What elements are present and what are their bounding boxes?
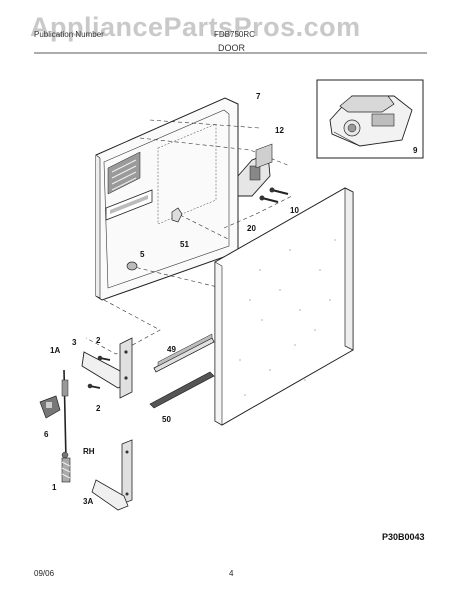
callout-10: 10 — [290, 206, 299, 215]
callout-7: 7 — [256, 92, 261, 101]
gasket-50 — [149, 371, 215, 409]
callout-1A: 1A — [50, 346, 61, 355]
footer-page-number: 4 — [229, 569, 234, 578]
callout-5: 5 — [140, 250, 145, 259]
trim-strip-49 — [153, 333, 215, 373]
screws-2 — [87, 355, 111, 389]
callout-3: 3 — [72, 338, 77, 347]
callout-1: 1 — [52, 483, 57, 492]
door-latch — [237, 143, 273, 197]
plug-5 — [126, 261, 138, 271]
watermark-logo: AppliancePartsPros.com — [30, 12, 361, 42]
callout-50: 50 — [162, 415, 171, 424]
callout-2-lower: 2 — [96, 404, 101, 413]
screws-10 — [259, 187, 289, 203]
cable-1A — [61, 369, 69, 461]
dispenser-inset — [316, 79, 424, 159]
diagram-code: P30B0043 — [382, 532, 425, 542]
callout-49: 49 — [167, 345, 176, 354]
callout-RH: RH — [83, 447, 95, 456]
bracket-6 — [39, 395, 61, 419]
section-title: DOOR — [218, 43, 245, 53]
callout-12: 12 — [275, 126, 284, 135]
callout-3A: 3A — [83, 497, 94, 506]
callout-51: 51 — [180, 240, 189, 249]
callout-20: 20 — [247, 224, 256, 233]
callout-6: 6 — [44, 430, 49, 439]
clip-51 — [171, 207, 183, 223]
footer-date: 09/06 — [34, 569, 55, 578]
outer-door-panel — [214, 187, 354, 426]
model-label: FDB750RC — [214, 30, 255, 39]
callout-2-upper: 2 — [96, 336, 101, 345]
alignment-lines — [85, 119, 293, 355]
callout-9: 9 — [413, 146, 418, 155]
rh-hinge-3A — [91, 439, 133, 511]
hinge-arm-3 — [81, 337, 133, 399]
spring-1 — [61, 457, 71, 483]
publication-label: Publication Number — [34, 30, 104, 39]
inner-door-panel — [95, 97, 239, 301]
